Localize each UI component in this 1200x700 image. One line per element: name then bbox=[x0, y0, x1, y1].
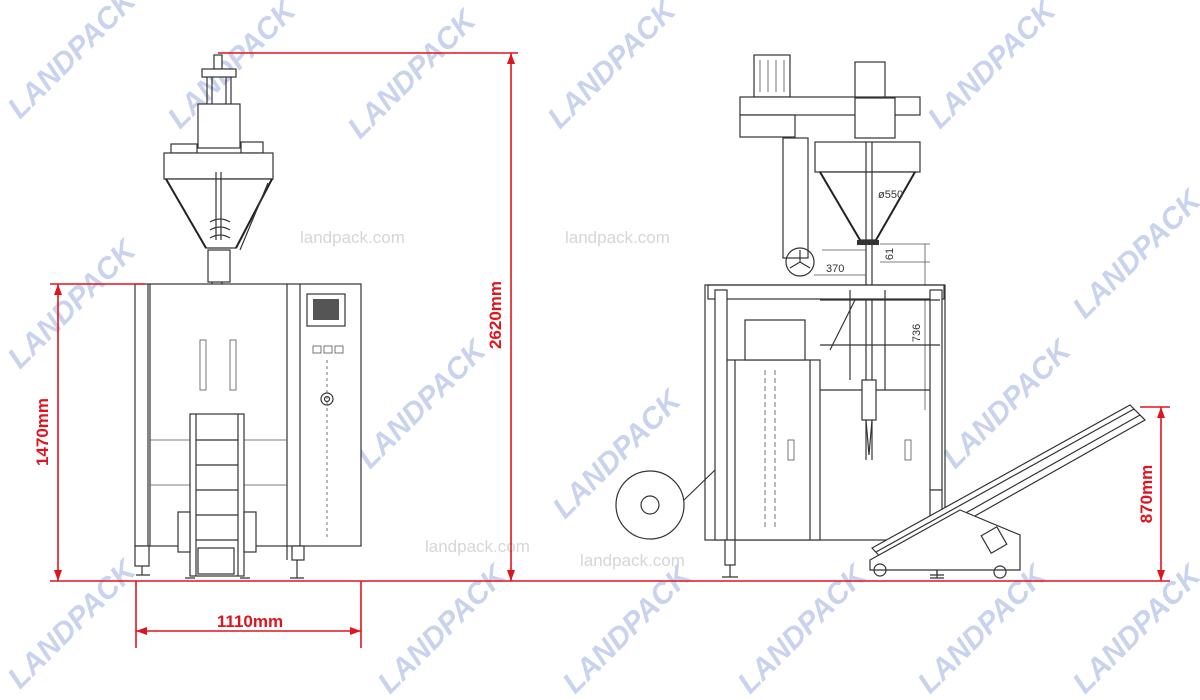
tube-length-label: 736 bbox=[911, 324, 923, 342]
dimension-lines bbox=[50, 52, 1170, 648]
cabinet bbox=[134, 283, 362, 547]
actuator-plate bbox=[201, 68, 237, 78]
watermark-logo: LANDPACK bbox=[732, 558, 874, 700]
watermark-logo: LANDPACK bbox=[2, 553, 144, 695]
hopper-diameter-label: ø550 bbox=[878, 189, 903, 201]
width-label: 1110mm bbox=[217, 612, 283, 631]
watermark-logo: LANDPACK bbox=[372, 558, 514, 700]
main-frame-top bbox=[707, 284, 945, 300]
watermark-logo: LANDPACK bbox=[542, 0, 684, 135]
hopper-platform bbox=[163, 152, 274, 180]
main-frame bbox=[704, 284, 946, 541]
forming-cabinet bbox=[724, 359, 821, 541]
watermark-logo: LANDPACK bbox=[2, 0, 144, 125]
watermark-logo: LANDPACK bbox=[1067, 558, 1200, 700]
watermark-site: landpack.com bbox=[300, 228, 405, 247]
watermark-logo: LANDPACK bbox=[2, 233, 144, 375]
offset-label: 370 bbox=[826, 263, 844, 275]
motor bbox=[753, 54, 791, 98]
auger-motor bbox=[197, 103, 241, 149]
watermark-logo: LANDPACK bbox=[1067, 183, 1200, 325]
total-height-label: 2620mm bbox=[486, 281, 505, 349]
support-column bbox=[782, 137, 809, 259]
side-view-machine: ø550 61 370 736 bbox=[615, 54, 1146, 579]
actuator-tip bbox=[213, 54, 223, 70]
hopper-top bbox=[814, 141, 921, 173]
front-view-machine bbox=[134, 54, 362, 579]
inclined-conveyor bbox=[869, 404, 1146, 579]
watermark-logo: LANDPACK bbox=[342, 3, 484, 145]
watermark-logo: LANDPACK bbox=[352, 333, 494, 475]
handwheel bbox=[785, 247, 815, 277]
hopper-cone bbox=[164, 178, 273, 249]
gap-label: 61 bbox=[884, 248, 896, 260]
hopper-cone bbox=[818, 171, 917, 241]
watermark-logo: LANDPACK bbox=[547, 383, 689, 525]
watermark-site: landpack.com bbox=[580, 551, 685, 570]
conveyor-height-label: 870mm bbox=[1137, 465, 1156, 524]
watermark-logo: LANDPACK bbox=[912, 558, 1054, 700]
film-roll bbox=[615, 470, 685, 540]
cabinet-height-label: 1470mm bbox=[33, 398, 52, 466]
watermark-site: landpack.com bbox=[565, 228, 670, 247]
watermark-logo: LANDPACK bbox=[922, 0, 1064, 135]
watermark-site: landpack.com bbox=[425, 537, 530, 556]
watermark-logo: LANDPACK bbox=[557, 558, 699, 700]
